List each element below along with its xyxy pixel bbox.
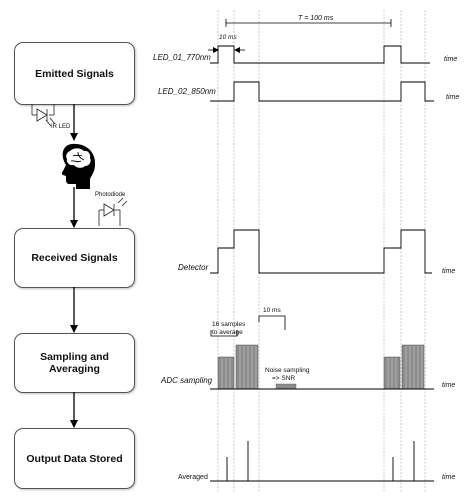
detector-time-label: time: [442, 268, 455, 275]
ir-led-icon: [31, 104, 56, 127]
led02-waveform: [210, 81, 434, 102]
box-output-data-stored: Output Data Stored: [14, 428, 135, 489]
samples-label-line1: 16 samples: [212, 321, 246, 328]
samples-bracket: [210, 330, 238, 337]
noise-window-label: 10 ms: [263, 307, 281, 314]
averaged-impulses: [226, 441, 415, 481]
photodiode-icon: [98, 197, 128, 226]
period-marker: [225, 19, 392, 27]
period-label: T = 100 ms: [298, 15, 334, 22]
samples-label-line2: to average: [212, 329, 243, 336]
head-brain-icon: [61, 143, 96, 189]
box-received-signals-label: Received Signals: [31, 252, 118, 264]
adc-label: ADC sampling: [160, 376, 213, 385]
noise-label-line1: Noise sampling: [265, 367, 310, 374]
adc-sample-ticks: [221, 346, 423, 389]
led01-time-label: time: [444, 56, 457, 63]
led01-waveform: [210, 45, 430, 64]
averaged-label: Averaged: [178, 474, 208, 481]
noise-sample-burst: [275, 383, 297, 390]
led02-time-label: time: [446, 94, 459, 101]
box-emitted-signals: Emitted Signals: [14, 42, 135, 105]
adc-sample-bursts: [217, 344, 425, 390]
detector-waveform: [210, 229, 432, 274]
box-emitted-signals-label: Emitted Signals: [35, 67, 114, 80]
pulse-width-label: 10 ms: [219, 34, 237, 41]
detector-label: Detector: [178, 263, 209, 272]
averaged-time-label: time: [442, 474, 455, 481]
ir-led-label: IR LED: [51, 124, 71, 130]
led02-label: LED_02_850nm: [158, 87, 216, 96]
noise-label-line2: => SNR: [272, 375, 295, 382]
noise-window-bracket: [258, 315, 286, 330]
box-output-data-stored-label: Output Data Stored: [26, 452, 123, 465]
box-sampling-averaging-label: Sampling and Averaging: [40, 351, 109, 375]
box-sampling-averaging: Sampling and Averaging: [14, 333, 135, 393]
adc-time-label: time: [442, 382, 455, 389]
led01-label: LED_01_770nm: [153, 53, 211, 62]
photodiode-label: Photodiode: [95, 192, 126, 198]
